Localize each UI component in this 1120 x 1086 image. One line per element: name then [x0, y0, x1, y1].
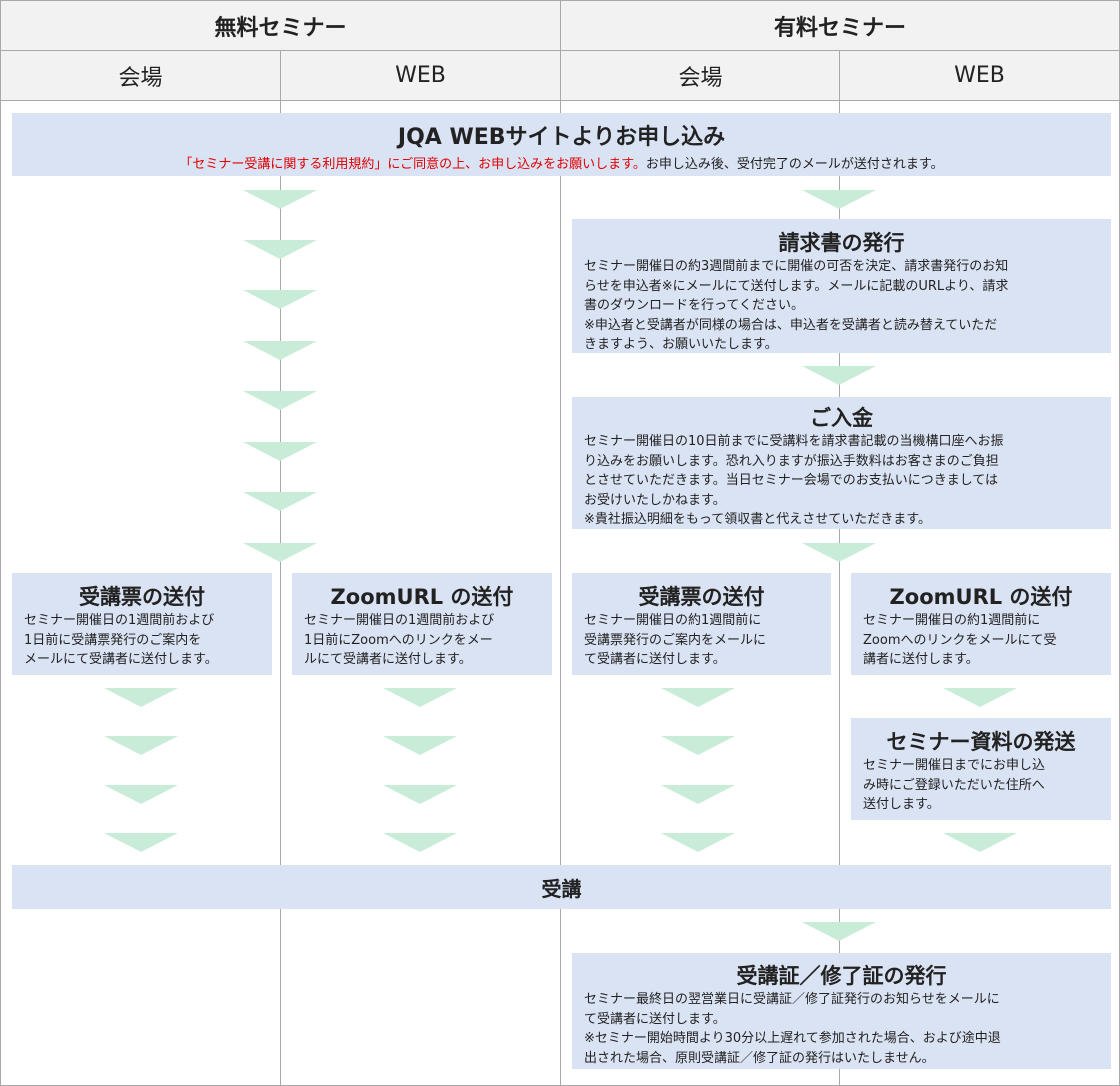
invoice-box: 請求書の発行 セミナー開催日の約3週間前までに開催の可否を決定、請求書発行のお知… — [572, 219, 1111, 353]
paid-venue-ticket-line: セミナー開催日の約1週間前に — [584, 613, 762, 628]
flow-arrow-down — [243, 290, 317, 309]
flow-arrow-down — [802, 922, 876, 941]
free-web-zoom-description: セミナー開催日の1週間前および 1日前にZoomへのリンクをメー ルにて受講者に… — [292, 611, 552, 670]
invoice-description: セミナー開催日の約3週間前までに開催の可否を決定、請求書発行のお知 らせを申込者… — [572, 257, 1111, 355]
paid-venue-ticket-line: 受講票発行のご案内をメールに — [584, 632, 767, 648]
flow-arrow-down — [104, 736, 178, 755]
column-divider-1 — [280, 100, 281, 1086]
apply-note-terms: 「セミナー受講に関する利用規約」にご同意の上、お申し込みをお願いします。 — [179, 157, 646, 172]
attend-title: 受講 — [541, 876, 582, 901]
payment-line: り込みをお願いします。恐れ入りますが振込手数料はお客さまのご負担 — [584, 453, 999, 469]
invoice-line: ※申込者と受講者が同様の場合は、申込者を受講者と読み替えていただ — [584, 317, 998, 333]
flow-arrow-down — [661, 736, 735, 755]
free-web-zoom-line: セミナー開催日の1週間前および — [304, 613, 495, 628]
flow-arrow-down — [802, 543, 876, 562]
flow-arrow-down — [383, 833, 457, 852]
certificate-description: セミナー最終日の翌営業日に受講証／修了証発行のお知らせをメールに て受講者に送付… — [572, 990, 1111, 1068]
paid-venue-ticket-description: セミナー開催日の約1週間前に 受講票発行のご案内をメールに て受講者に送付します… — [572, 611, 831, 670]
certificate-line: 出された場合、原則受講証／修了証の発行はいたしません。 — [584, 1050, 935, 1066]
payment-line: お受けいたしかねます。 — [584, 492, 726, 508]
flow-arrow-down — [104, 785, 178, 804]
payment-line: セミナー開催日の10日前までに受講料を請求書記載の当機構口座へお振 — [584, 434, 1004, 449]
flow-arrow-down — [243, 442, 317, 461]
certificate-line: ※セミナー開始時間より30分以上遅れて参加された場合、および途中退 — [584, 1031, 1001, 1046]
flow-arrow-down — [243, 240, 317, 259]
free-venue-ticket-description: セミナー開催日の1週間前および 1日前に受講票発行のご案内を メールにて受講者に… — [12, 611, 272, 670]
invoice-title: 請求書の発行 — [778, 231, 905, 255]
payment-box: ご入金 セミナー開催日の10日前までに受講料を請求書記載の当機構口座へお振 り込… — [572, 397, 1111, 529]
paid-venue-ticket-line: て受講者に送付します。 — [584, 652, 726, 667]
flow-arrow-down — [802, 366, 876, 385]
certificate-line: セミナー最終日の翌営業日に受講証／修了証発行のお知らせをメールに — [584, 992, 1000, 1007]
flow-arrow-down — [383, 688, 457, 707]
payment-line: とさせていただきます。当日セミナー会場でのお支払いにつきましては — [584, 473, 999, 488]
flow-arrow-down — [383, 736, 457, 755]
apply-title: JQA WEBサイトよりお申し込み — [397, 125, 726, 150]
materials-description: セミナー開催日までにお申し込 み時にご登録いただいた住所へ 送付します。 — [851, 756, 1111, 815]
payment-description: セミナー開催日の10日前までに受講料を請求書記載の当機構口座へお振 り込みをお願… — [572, 432, 1111, 530]
free-venue-ticket-line: セミナー開催日の1週間前および — [24, 613, 215, 628]
payment-line: ※貴社振込明細をもって領収書と代えさせていただきます。 — [584, 512, 931, 527]
paid-venue-ticket-box: 受講票の送付 セミナー開催日の約1週間前に 受講票発行のご案内をメールに て受講… — [572, 573, 831, 675]
paid-web-zoom-line: 講者に送付します。 — [863, 652, 979, 667]
free-venue-ticket-box: 受講票の送付 セミナー開催日の1週間前および 1日前に受講票発行のご案内を メー… — [12, 573, 272, 675]
paid-web-zoom-box: ZoomURL の送付 セミナー開催日の約1週間前に Zoomへのリンクをメール… — [851, 573, 1111, 675]
apply-note-confirmation: お申し込み後、受付完了のメールが送付されます。 — [645, 157, 944, 172]
free-venue-ticket-line: 1日前に受講票発行のご案内を — [24, 632, 202, 648]
paid-web-zoom-line: Zoomへのリンクをメールにて受 — [863, 632, 1057, 648]
certificate-line: て受講者に送付します。 — [584, 1011, 726, 1027]
header-free-venue: 会場 — [0, 50, 281, 101]
materials-title: セミナー資料の発送 — [886, 730, 1076, 754]
invoice-line: きますよう、お願いいたします。 — [584, 337, 778, 352]
paid-web-zoom-line: セミナー開催日の約1週間前に — [863, 613, 1041, 628]
attend-box: 受講 — [12, 865, 1111, 909]
free-web-zoom-title: ZoomURL の送付 — [330, 585, 514, 609]
flow-arrow-down — [104, 833, 178, 852]
column-divider-3 — [839, 100, 840, 1086]
invoice-line: らせを申込者※にメールにて送付します。メールに記載のURLより、請求 — [584, 278, 1009, 294]
invoice-line: 書のダウンロードを行ってください。 — [584, 298, 804, 313]
header-free-seminar: 無料セミナー — [0, 0, 561, 51]
materials-box: セミナー資料の発送 セミナー開催日までにお申し込 み時にご登録いただいた住所へ … — [851, 718, 1111, 820]
flow-arrow-down — [243, 341, 317, 360]
materials-line: 送付します。 — [863, 797, 940, 812]
flow-arrow-down — [243, 391, 317, 410]
header-free-web: WEB — [280, 50, 561, 101]
materials-line: セミナー開催日までにお申し込 — [863, 758, 1046, 773]
invoice-line: セミナー開催日の約3週間前までに開催の可否を決定、請求書発行のお知 — [584, 259, 1009, 274]
free-venue-ticket-line: メールにて受講者に送付します。 — [24, 652, 218, 667]
free-web-zoom-line: ルにて受講者に送付します。 — [304, 652, 472, 667]
paid-venue-ticket-title: 受講票の送付 — [638, 585, 765, 609]
flow-arrow-down — [243, 492, 317, 511]
paid-web-zoom-description: セミナー開催日の約1週間前に Zoomへのリンクをメールにて受 講者に送付します… — [851, 611, 1111, 670]
materials-line: み時にご登録いただいた住所へ — [863, 777, 1045, 793]
free-web-zoom-box: ZoomURL の送付 セミナー開催日の1週間前および 1日前にZoomへのリン… — [292, 573, 552, 675]
flow-arrow-down — [383, 785, 457, 804]
flow-arrow-down — [802, 190, 876, 209]
flow-arrow-down — [943, 833, 1017, 852]
flow-arrow-down — [243, 190, 317, 209]
flow-arrow-down — [104, 688, 178, 707]
flow-arrow-down — [661, 688, 735, 707]
certificate-title: 受講証／修了証の発行 — [736, 964, 947, 988]
free-web-zoom-line: 1日前にZoomへのリンクをメー — [304, 632, 493, 648]
flow-arrow-down — [661, 833, 735, 852]
column-divider-2 — [560, 100, 561, 1086]
header-paid-venue: 会場 — [560, 50, 841, 101]
header-paid-seminar: 有料セミナー — [560, 0, 1120, 51]
header-paid-web: WEB — [839, 50, 1120, 101]
paid-web-zoom-title: ZoomURL の送付 — [889, 585, 1073, 609]
flow-arrow-down — [943, 688, 1017, 707]
apply-box: JQA WEBサイトよりお申し込み 「セミナー受講に関する利用規約」にご同意の上… — [12, 113, 1111, 176]
flow-arrow-down — [661, 785, 735, 804]
apply-note: 「セミナー受講に関する利用規約」にご同意の上、お申し込みをお願いします。お申し込… — [12, 153, 1111, 172]
flow-arrow-down — [243, 543, 317, 562]
certificate-box: 受講証／修了証の発行 セミナー最終日の翌営業日に受講証／修了証発行のお知らせをメ… — [572, 953, 1111, 1069]
payment-title: ご入金 — [810, 406, 873, 430]
free-venue-ticket-title: 受講票の送付 — [79, 585, 205, 609]
